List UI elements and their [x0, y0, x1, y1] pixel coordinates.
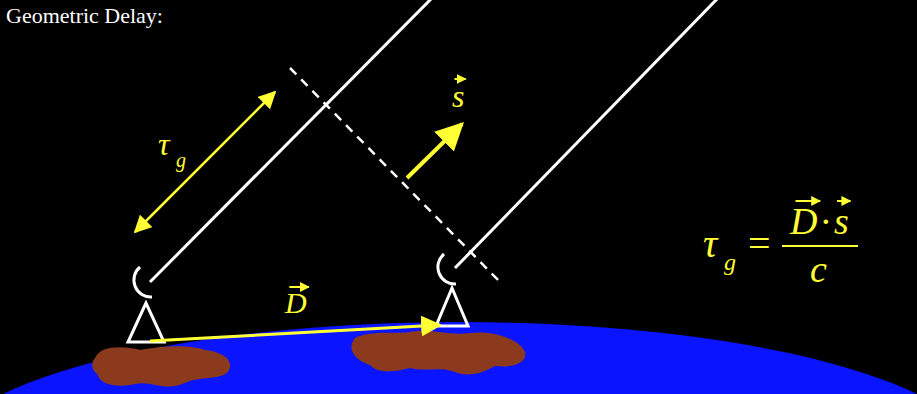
vector-symbol: D [790, 202, 817, 240]
vector-symbol: s [452, 80, 464, 112]
continent [92, 346, 230, 386]
wavefront-line [290, 68, 500, 282]
dish [134, 267, 152, 297]
fraction-bar [782, 245, 858, 247]
equals-sign: = [748, 224, 771, 264]
dot-operator: · [819, 202, 832, 240]
wavefront-ray [150, 0, 432, 282]
vector-symbol: s [834, 202, 849, 240]
baseline-arrow [150, 325, 440, 341]
dish [438, 254, 456, 284]
subscript: g [176, 150, 186, 170]
earth [0, 322, 917, 394]
speed-of-light-symbol: c [810, 250, 827, 288]
subscript: g [724, 250, 736, 274]
delay-arrow [135, 92, 275, 232]
continent [351, 331, 525, 375]
antenna-mount [436, 288, 468, 326]
antenna-mount [128, 303, 164, 342]
source-direction-arrow [407, 124, 462, 178]
wavefront-ray [455, 0, 718, 268]
vector-symbol: D [285, 288, 307, 318]
delay-symbol: τ [158, 128, 169, 160]
title: Geometric Delay: [6, 4, 163, 28]
delay-symbol: τ [703, 224, 717, 264]
